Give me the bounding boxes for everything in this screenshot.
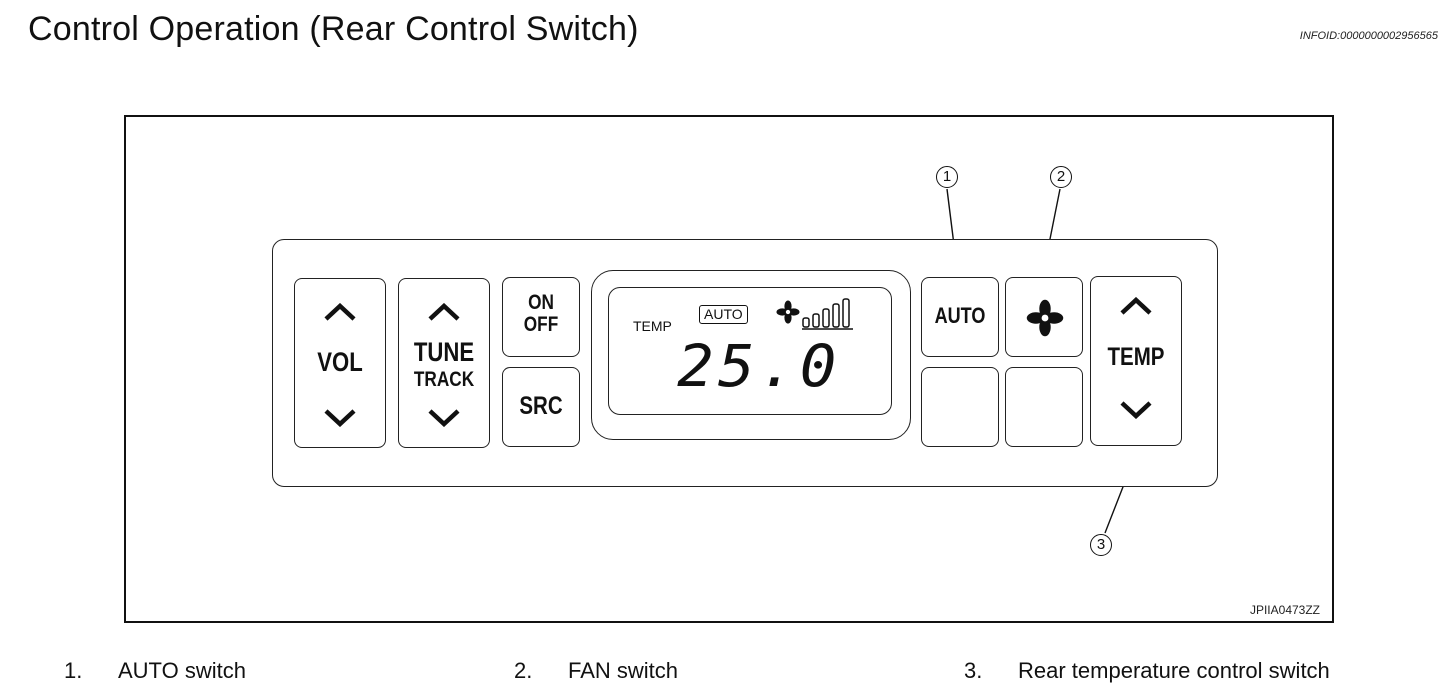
chevron-down-icon: [1120, 401, 1152, 419]
legend-label: AUTO switch: [118, 658, 246, 683]
chevron-down-icon: [428, 409, 460, 427]
fan-icon: [776, 300, 800, 324]
on-label: ON: [528, 291, 554, 314]
src-label: SRC: [519, 392, 563, 420]
tune-label: TUNE: [413, 337, 475, 367]
legend-label: Rear temperature control switch: [1018, 658, 1330, 683]
chevron-up-icon: [324, 303, 356, 321]
figure-frame: JPIIA0473ZZ 1 2 3 VOL TUNE TRACK: [124, 115, 1334, 623]
legend-number: 2.: [514, 658, 533, 683]
on-off-switch[interactable]: ON OFF: [502, 277, 580, 357]
chevron-up-icon: [1120, 297, 1152, 315]
display-temp-label: TEMP: [633, 318, 672, 334]
auto-switch[interactable]: AUTO: [921, 277, 999, 357]
legend-number: 1.: [64, 658, 83, 683]
callout-3: 3: [1090, 534, 1112, 556]
off-label: OFF: [523, 313, 559, 336]
display-auto-indicator: AUTO: [699, 305, 748, 324]
fan-icon: [1026, 299, 1064, 337]
legend-label: FAN switch: [568, 658, 679, 683]
callout-2: 2: [1050, 166, 1072, 188]
blank-switch-right[interactable]: [1005, 367, 1083, 447]
src-switch[interactable]: SRC: [502, 367, 580, 447]
temperature-readout: 25.0: [677, 332, 841, 400]
fan-level-bars-icon: [802, 298, 853, 330]
rear-temp-switch[interactable]: TEMP: [1090, 276, 1182, 446]
vol-switch[interactable]: VOL: [294, 278, 386, 448]
chevron-down-icon: [324, 409, 356, 427]
temp-label: TEMP: [1107, 343, 1165, 371]
page-title: Control Operation (Rear Control Switch): [28, 10, 639, 48]
legend-item-2: 2. FAN switch: [514, 658, 678, 684]
callout-1: 1: [936, 166, 958, 188]
legend-item-3: 3. Rear temperature control switch: [964, 658, 1330, 684]
lcd-screen: TEMP AUTO 25.0: [608, 287, 892, 415]
blank-switch-left[interactable]: [921, 367, 999, 447]
tune-track-switch[interactable]: TUNE TRACK: [398, 278, 490, 448]
auto-label: AUTO: [934, 303, 986, 328]
legend-number: 3.: [964, 658, 983, 683]
legend-item-1: 1. AUTO switch: [64, 658, 246, 684]
vol-label: VOL: [317, 347, 363, 377]
chevron-up-icon: [428, 303, 460, 321]
fan-switch[interactable]: [1005, 277, 1083, 357]
info-id: INFOID:0000000002956565: [1299, 30, 1438, 42]
track-label: TRACK: [413, 368, 475, 391]
rear-control-panel: VOL TUNE TRACK ON OFF SRC: [272, 239, 1218, 487]
climate-display: TEMP AUTO 25.0: [591, 270, 911, 440]
figure-id: JPIIA0473ZZ: [1249, 603, 1320, 617]
